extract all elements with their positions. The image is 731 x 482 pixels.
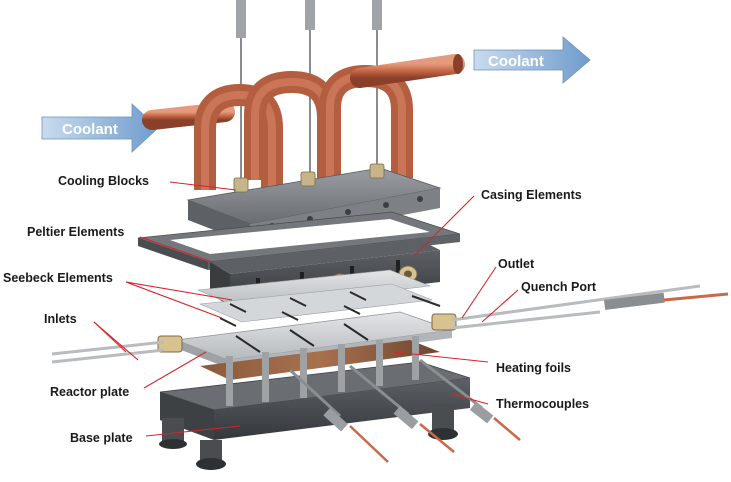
thermo-plates: [196, 269, 441, 327]
coolant-arrow-right: Coolant: [473, 36, 591, 84]
leader-cooling-blocks: [169, 181, 237, 191]
leader-heating-foils: [393, 351, 489, 363]
label-inlets: Inlets: [44, 312, 77, 326]
base-plate: [159, 336, 471, 470]
label-cooling-blocks: Cooling Blocks: [58, 174, 149, 188]
outlet-tubes: [451, 284, 729, 330]
coolant-arrow-left: Coolant: [41, 103, 159, 153]
coolant-left-label: Coolant: [62, 121, 118, 138]
label-peltier-elements: Peltier Elements: [27, 225, 125, 239]
leader-peltier-elements: [139, 236, 213, 263]
leader-thermocouples: [451, 393, 489, 405]
label-quench-port: Quench Port: [521, 280, 597, 294]
leader-seebeck-elements: [125, 281, 233, 301]
label-seebeck-elements: Seebeck Elements: [3, 271, 113, 285]
label-base-plate: Base plate: [70, 431, 133, 445]
leader-outlet: [461, 266, 497, 319]
coolant-right-label: Coolant: [488, 53, 544, 70]
leader-quench-port: [481, 289, 519, 323]
leader-seebeck-elements-2: [125, 281, 223, 319]
leader-inlets-2: [93, 321, 139, 361]
label-thermocouples: Thermocouples: [496, 397, 590, 411]
leader-lines: [93, 181, 519, 437]
label-outlet: Outlet: [498, 257, 535, 271]
inlet-tubes: [51, 340, 165, 364]
top-probes: [236, 0, 382, 180]
copper-pipes: [142, 54, 465, 190]
leader-base-plate: [145, 425, 241, 437]
label-heating-foils: Heating foils: [496, 361, 572, 375]
label-reactor-plate: Reactor plate: [50, 385, 130, 399]
leader-reactor-plate: [143, 351, 207, 389]
leader-casing-elements: [413, 195, 475, 257]
thermocouple-probes: [288, 358, 521, 463]
label-casing-elements: Casing Elements: [481, 188, 582, 202]
